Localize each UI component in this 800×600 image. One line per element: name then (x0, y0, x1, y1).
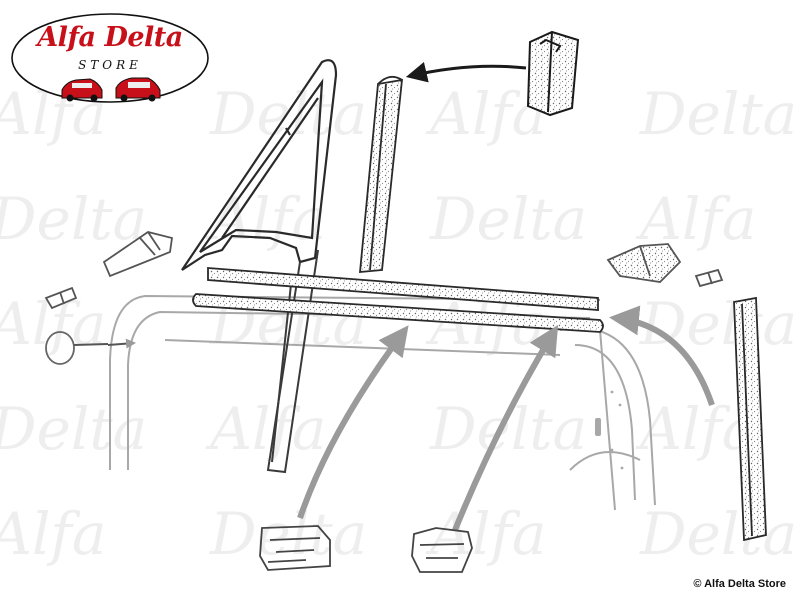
logo-car-left-icon (61, 78, 103, 102)
bottom-clip-left (259, 525, 331, 571)
logo-car-right-icon (115, 77, 161, 102)
bottom-clip-right (411, 527, 473, 573)
logo-cars-icon (61, 77, 161, 102)
sill-weatherstrip-upper (207, 267, 599, 311)
arrow-corner-to-seal (609, 305, 715, 406)
door-body-details (595, 390, 624, 470)
arrow-plug-to-strip (405, 61, 527, 83)
right-screw (694, 268, 724, 288)
right-corner-seal (606, 243, 682, 283)
logo-ellipse (11, 13, 209, 103)
left-clip-bracket (102, 231, 174, 278)
arrow-left-clip-to-sill (297, 325, 409, 519)
store-logo[interactable]: Alfa Delta STORE (10, 12, 210, 104)
door-edge-weatherstrip (733, 296, 767, 542)
logo-brand-text: Alfa Delta (37, 22, 183, 53)
vertical-weatherstrip (359, 75, 404, 273)
rubber-plug-part (526, 30, 580, 117)
logo-subtitle-text: STORE (78, 58, 142, 72)
arrow-grommet (107, 338, 136, 349)
arrow-right-clip-to-sill (452, 324, 559, 532)
vent-window-frame (181, 59, 338, 271)
round-grommet (45, 331, 109, 365)
copyright-notice: © Alfa Delta Store (693, 578, 786, 590)
sill-weatherstrip-lower (192, 293, 604, 333)
left-screw (44, 286, 78, 310)
